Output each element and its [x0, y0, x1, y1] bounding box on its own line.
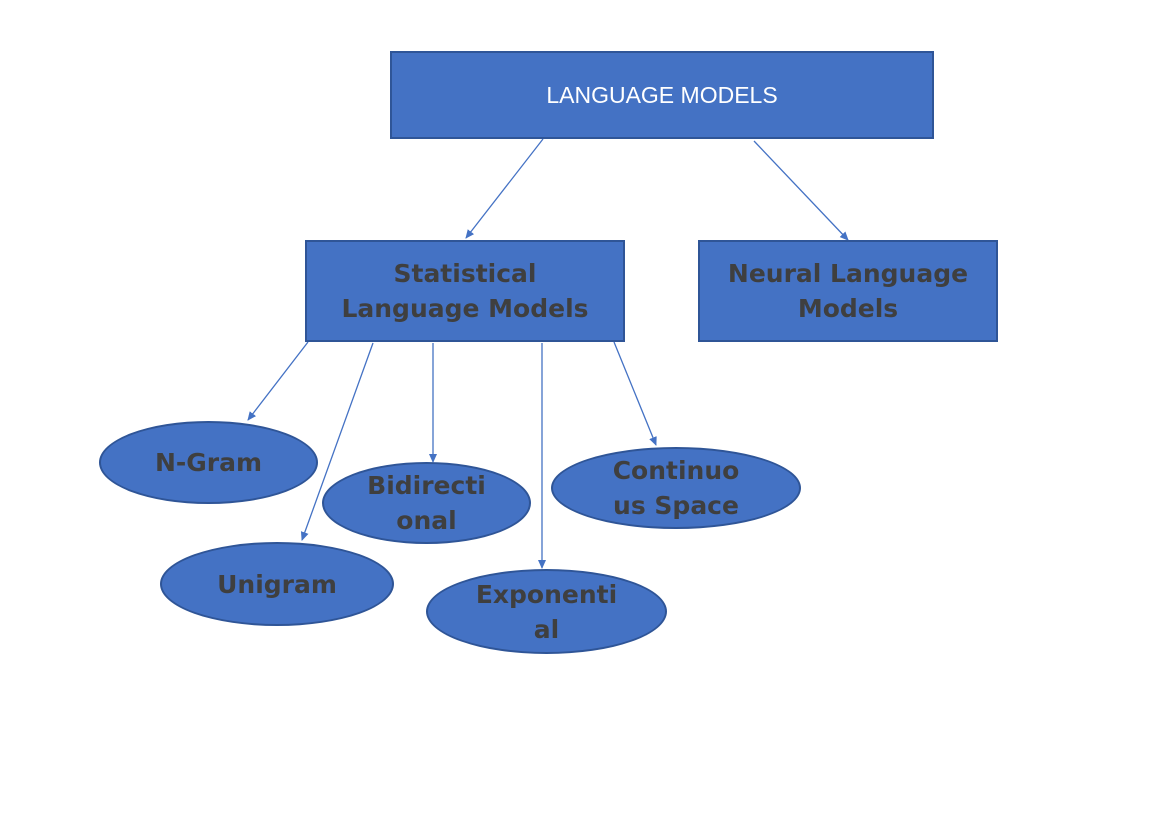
exponential-node: Exponenti al: [426, 569, 667, 654]
bidirectional-label: Bidirecti onal: [367, 471, 486, 535]
statistical-label: Statistical Language Models: [341, 259, 589, 323]
statistical-node: Statistical Language Models: [305, 240, 625, 342]
exponential-label: Exponenti al: [475, 579, 618, 644]
continuous-label: Continuo us Space: [612, 456, 740, 520]
unigram-label: Unigram: [217, 569, 337, 599]
arrow-root-to-statistical: [465, 138, 544, 239]
bidirectional-node: Bidirecti onal: [322, 462, 531, 544]
arrow-statistical-to-unigram: [300, 342, 374, 541]
unigram-node: Unigram: [160, 542, 394, 626]
arrow-root-to-neural: [753, 140, 849, 241]
neural-label: Neural Language Models: [727, 259, 969, 323]
arrow-statistical-to-ngram: [247, 341, 309, 421]
root-node: LANGUAGE MODELS: [390, 51, 934, 139]
ngram-node: N-Gram: [99, 421, 318, 504]
ngram-label: N-Gram: [154, 448, 263, 477]
arrow-statistical-to-continuous: [613, 341, 657, 446]
neural-node: Neural Language Models: [698, 240, 998, 342]
continuous-node: Continuo us Space: [551, 447, 801, 529]
root-label: LANGUAGE MODELS: [546, 81, 778, 108]
